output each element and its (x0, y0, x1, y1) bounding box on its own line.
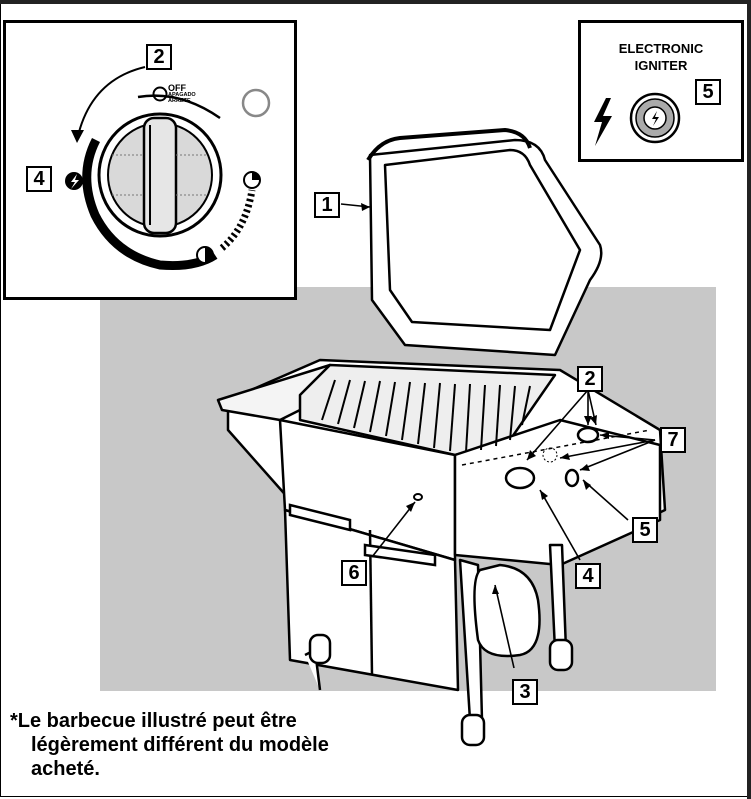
footnote-line1: *Le barbecue illustré peut être (10, 709, 370, 733)
callout-burner-knobs: 2 (577, 366, 603, 392)
callout-lid: 1 (314, 192, 340, 218)
callout-knob-front: 4 (575, 563, 601, 589)
footnote: *Le barbecue illustré peut être légèreme… (10, 709, 370, 781)
callout-match-hole: 6 (341, 560, 367, 586)
footnote-line3: acheté. (10, 757, 370, 781)
callout-side-controls: 7 (660, 427, 686, 453)
lightning-icon (594, 98, 612, 146)
callout-igniter: 5 (695, 79, 721, 105)
footnote-line2: légèrement différent du modèle (10, 733, 370, 757)
callout-igniter-button: 5 (632, 517, 658, 543)
callout-tank: 3 (512, 679, 538, 705)
